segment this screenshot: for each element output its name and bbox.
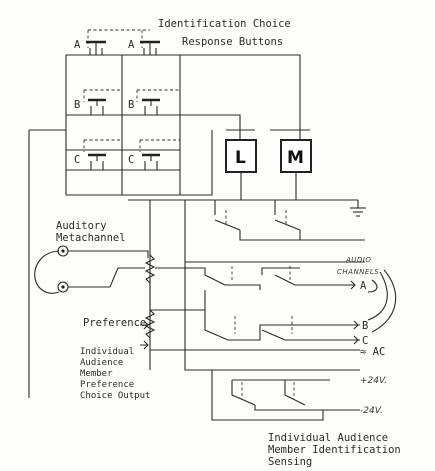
response-buttons-label: Response Buttons — [182, 36, 283, 48]
output-ac-label: ≈ AC — [360, 346, 385, 358]
identification-choice-label: Identification Choice — [158, 18, 291, 30]
minus-24v-label: -24V. — [360, 406, 383, 416]
preference-label: Preference — [83, 317, 146, 329]
output-c-label: C — [362, 335, 368, 347]
svg-text:Member Identification: Member Identification — [268, 444, 401, 456]
output-a-label: A — [360, 280, 367, 292]
svg-text:Member: Member — [80, 369, 113, 379]
button-label-c-left: C — [74, 154, 80, 166]
lamp-l-label: L — [235, 148, 246, 168]
svg-text:Sensing: Sensing — [268, 456, 312, 468]
svg-text:Individual Audience: Individual Audience — [268, 432, 388, 444]
svg-text:Audience: Audience — [80, 358, 123, 368]
button-label-b-left: B — [74, 99, 80, 111]
button-b-right — [142, 98, 160, 115]
button-c-left — [88, 153, 106, 170]
button-a-left — [86, 40, 106, 55]
preference-output-label: Individual Audience Member Preference Ch… — [80, 347, 150, 401]
button-c-right — [142, 153, 160, 170]
button-b-left — [88, 98, 106, 115]
headphone-wire-top — [68, 250, 149, 258]
audio-arrow-curve-2 — [367, 271, 388, 321]
svg-text:Individual: Individual — [80, 347, 134, 357]
response-button-matrix: A A B B C C — [65, 29, 181, 196]
headphone-wire-bottom — [68, 267, 145, 288]
audio-channel-switches — [150, 266, 360, 351]
lamp-m-label: M — [287, 148, 304, 168]
svg-text:Choice Output: Choice Output — [80, 391, 150, 401]
audio-arrow-curve-1 — [371, 269, 397, 333]
lamp-feed-wiring — [122, 54, 310, 196]
audio-arrow-curve-3 — [367, 279, 378, 293]
volume-resistor — [144, 254, 156, 300]
button-a-right — [140, 40, 160, 55]
headphone-icon — [34, 245, 69, 294]
preference-resistor — [144, 309, 156, 339]
metachannel-label: Metachannel — [56, 232, 126, 244]
relay-contacts-top — [184, 200, 365, 263]
identification-sensing-label: Individual Audience Member Identificatio… — [268, 432, 401, 468]
button-label-a-right: A — [128, 39, 135, 51]
identification-sensing-circuit — [184, 262, 360, 421]
svg-text:CHANNELS: CHANNELS — [337, 268, 379, 276]
button-label-c-right: C — [128, 154, 134, 166]
button-label-b-right: B — [128, 99, 134, 111]
plus-24v-label: +24V. — [360, 376, 387, 386]
lamp-m: M — [280, 139, 312, 173]
button-label-a-left: A — [74, 39, 81, 51]
lamp-l: L — [225, 139, 257, 173]
svg-text:Preference: Preference — [80, 380, 134, 390]
auditory-label: Auditory — [56, 220, 107, 232]
audio-label: AUDIO — [345, 256, 371, 264]
output-b-label: B — [362, 320, 368, 332]
